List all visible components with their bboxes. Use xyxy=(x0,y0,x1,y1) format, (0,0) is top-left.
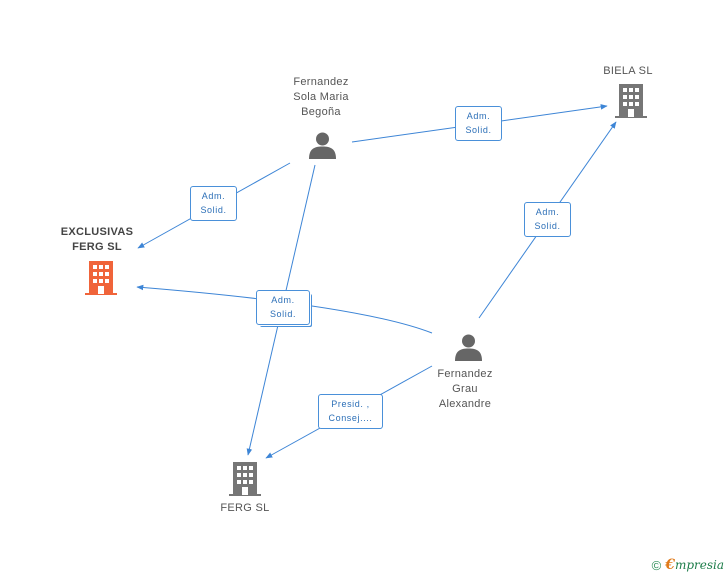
footer-credit: © €mpresia xyxy=(652,557,724,573)
edge-label-sola-to-exclusivas[interactable]: Adm. Solid. xyxy=(190,186,237,221)
edge-label-line: Solid. xyxy=(200,205,227,215)
company-label-exclusivas-ferg[interactable]: EXCLUSIVAS FERG SL xyxy=(60,226,134,253)
building-icon[interactable] xyxy=(615,84,647,118)
edge-label-line: Adm. xyxy=(466,111,491,121)
edge-label-line: Solid. xyxy=(269,309,297,319)
edge-label-sola-to-biela[interactable]: Adm. Solid. xyxy=(455,106,502,141)
brand-logo[interactable]: €mpresia xyxy=(665,557,724,573)
building-icon[interactable] xyxy=(229,462,261,496)
person-icon[interactable] xyxy=(454,333,483,361)
edge-label-to-exclusivas-and-ferg[interactable]: Adm. Solid. xyxy=(256,290,310,325)
brand-logo-text: mpresia xyxy=(674,558,724,572)
company-label-biela[interactable]: BIELA SL xyxy=(603,65,653,77)
edge-label-line: Presid. , xyxy=(331,399,370,409)
edge-label-line: Adm. xyxy=(201,191,226,201)
person-icon[interactable] xyxy=(308,131,337,159)
edge-label-line: Consej.... xyxy=(328,413,373,423)
edge-grau-to-exclusivas xyxy=(136,284,433,334)
copyright-icon: © xyxy=(651,557,662,573)
person-label-fernandez-sola[interactable]: Fernandez Sola Maria Begoña xyxy=(293,76,349,118)
company-label-ferg[interactable]: FERG SL xyxy=(220,502,270,514)
edge-label-line: Solid. xyxy=(465,125,492,135)
brand-logo-mark: € xyxy=(665,557,675,573)
edge-label-grau-to-ferg[interactable]: Presid. , Consej.... xyxy=(318,394,383,429)
edge-label-line: Adm. xyxy=(271,295,295,305)
person-label-fernandez-grau[interactable]: Fernandez Grau Alexandre xyxy=(437,368,493,410)
building-icon[interactable] xyxy=(85,261,117,295)
edge-label-grau-to-biela[interactable]: Adm. Solid. xyxy=(524,202,571,237)
edge-label-line: Adm. xyxy=(535,207,560,217)
edge-label-line: Solid. xyxy=(534,221,561,231)
